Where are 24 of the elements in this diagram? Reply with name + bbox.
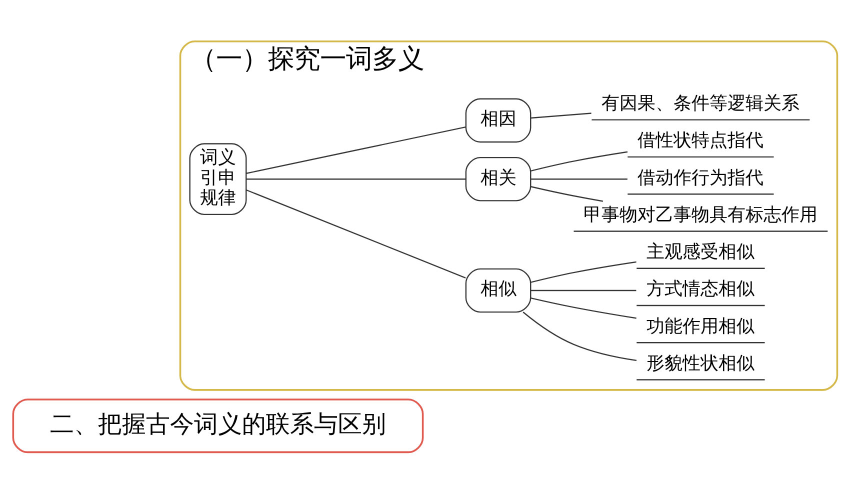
node-text: 甲事物对乙事物具有标志作用: [584, 204, 818, 226]
node-text: 有因果、条件等逻辑关系: [602, 93, 800, 114]
node-text: 借性状特点指代: [638, 130, 764, 152]
connector: [530, 151, 628, 172]
node-text: 功能作用相似: [646, 316, 755, 337]
connector: [530, 297, 636, 319]
connector: [530, 290, 636, 292]
node-text: 形貌性状相似: [646, 352, 755, 374]
connector: [530, 186, 604, 202]
connector: [246, 126, 466, 174]
connector: [530, 178, 628, 180]
node-box: 相关: [465, 156, 532, 202]
connector: [246, 178, 466, 180]
node-box: 词义引申规律: [189, 143, 247, 216]
connector: [522, 312, 637, 361]
node-box: 二、把握古今词义的联系与区别: [12, 398, 424, 454]
connector: [530, 261, 636, 283]
connector: [530, 112, 592, 119]
node-text: 借动作行为指代: [638, 167, 764, 188]
node-box: 相似: [465, 268, 532, 313]
node-box: 相因: [465, 98, 532, 143]
connector: [246, 189, 466, 278]
node-text: 主观感受相似: [646, 242, 755, 263]
node-text: 方式情态相似: [646, 278, 755, 300]
